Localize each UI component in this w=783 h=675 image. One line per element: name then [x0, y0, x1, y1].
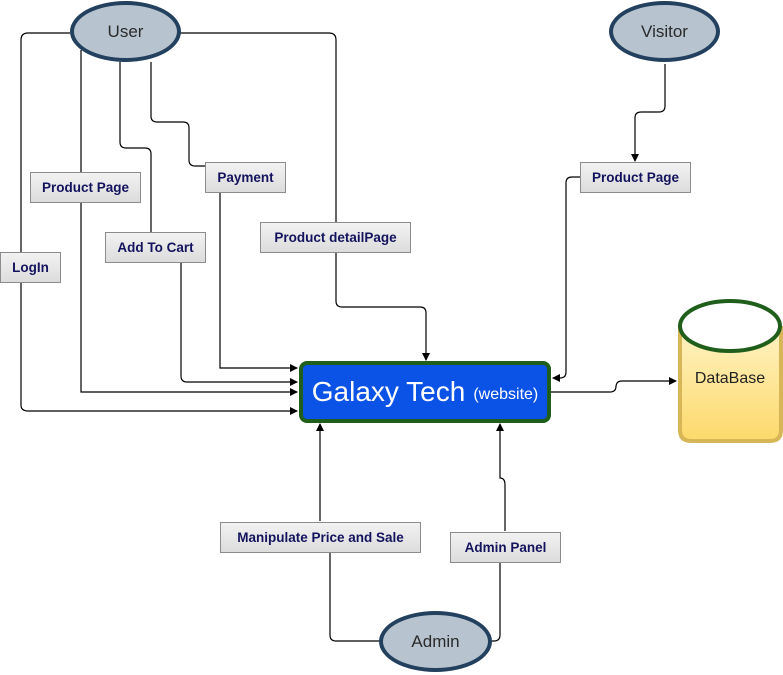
edge-label-product-page-user: Product Page [30, 172, 141, 203]
system-name: Galaxy Tech [311, 376, 466, 407]
actor-admin: Admin [379, 611, 492, 672]
edge-user-product-page [80, 50, 298, 396]
edge-product-page-system [552, 176, 580, 382]
actor-visitor: Visitor [609, 1, 720, 62]
edge-user-login [20, 32, 298, 415]
edge-admin-panel [491, 424, 505, 642]
edge-label-product-page-visitor: Product Page [580, 162, 691, 193]
edge-label-payment: Payment [205, 162, 286, 193]
edge-visitor-product-page [631, 64, 666, 162]
edge-user-payment [150, 62, 297, 368]
edge-admin-manipulate-price [320, 424, 381, 642]
edge-user-add-to-cart [119, 62, 297, 382]
edge-label-admin-panel: Admin Panel [450, 532, 561, 563]
database-shape [678, 299, 783, 443]
edge-label-login: LogIn [0, 252, 61, 283]
edge-label-product-detail-page: Product detailPage [260, 222, 411, 253]
system-galaxy-tech: Galaxy Tech (website) [299, 361, 551, 423]
edge-label-manipulate-price: Manipulate Price and Sale [220, 522, 421, 553]
edge-label-add-to-cart: Add To Cart [105, 232, 206, 263]
actor-user: User [70, 1, 181, 62]
edge-user-product-detail [180, 32, 430, 361]
database-label: DataBase [694, 370, 766, 387]
system-note: (website) [473, 386, 539, 403]
edge-system-database [551, 377, 677, 393]
